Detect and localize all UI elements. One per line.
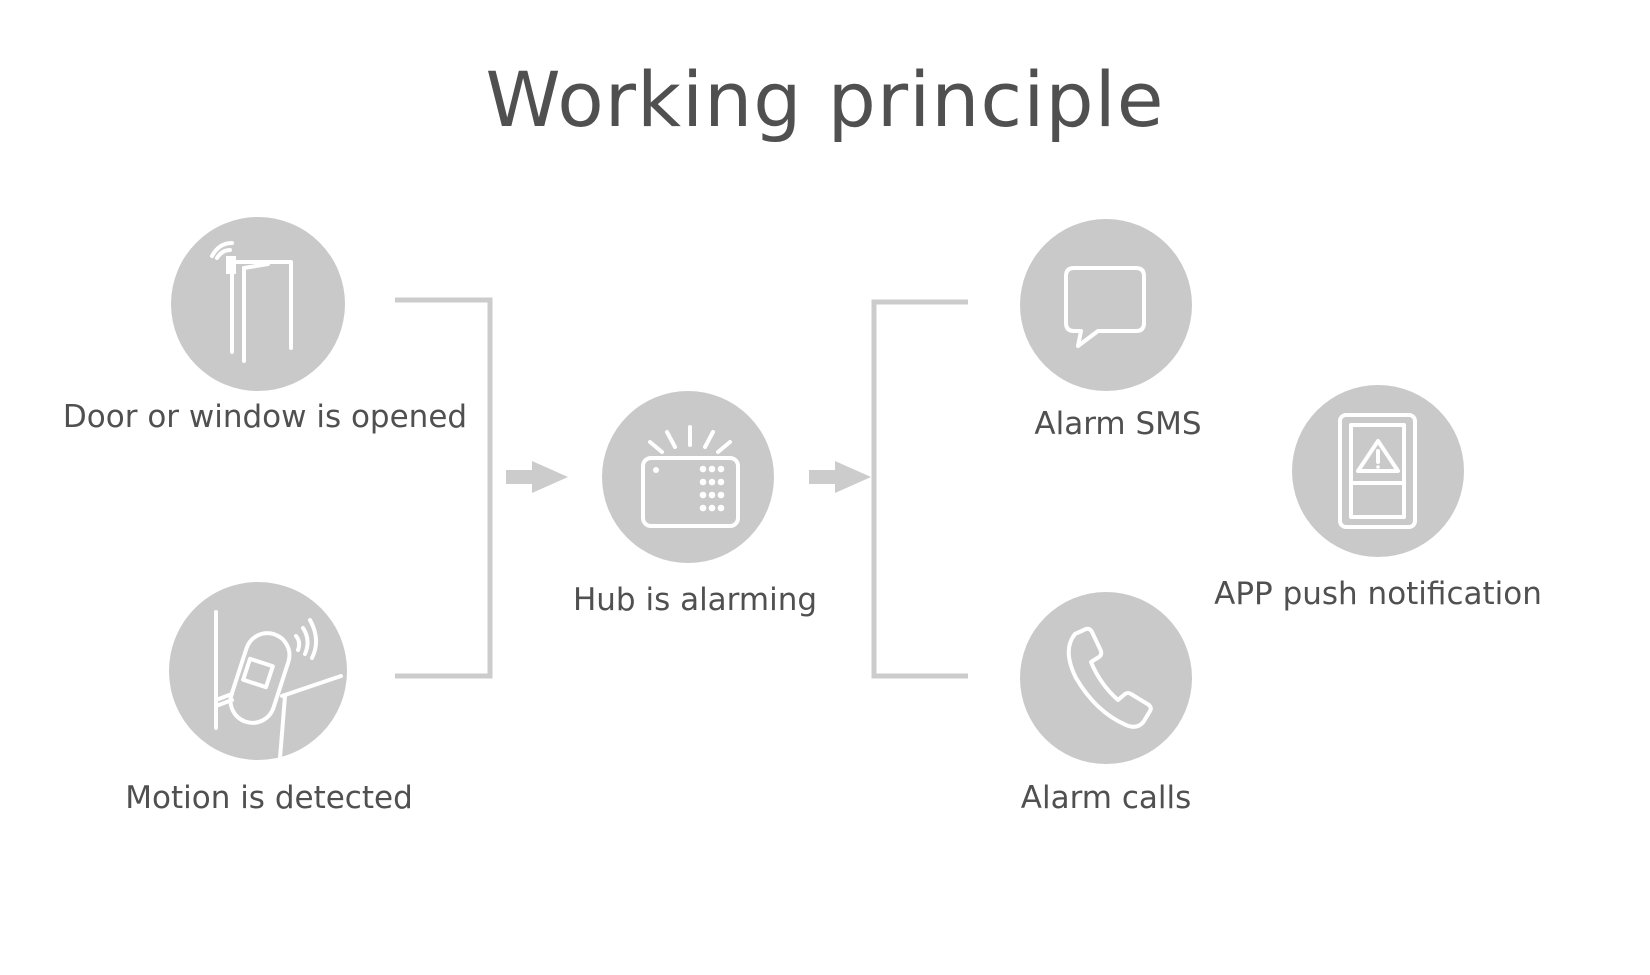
left-bracket-connector <box>395 297 493 679</box>
app-push-label: APP push notification <box>1214 576 1542 612</box>
diagram-title: Working principle <box>485 55 1165 144</box>
motion-sensor-icon <box>214 610 343 760</box>
arrow-to-hub <box>506 461 568 493</box>
sms-label: Alarm SMS <box>1034 406 1202 442</box>
app-push-icon <box>1338 413 1417 529</box>
phone-icon <box>1066 626 1153 729</box>
door-sensor-icon <box>210 241 293 363</box>
door-window-label: Door or window is opened <box>62 399 468 435</box>
sms-node <box>1020 219 1192 391</box>
alarm-hub-icon <box>641 425 740 528</box>
sms-icon <box>1064 266 1146 348</box>
calls-label: Alarm calls <box>1020 780 1192 816</box>
door-window-node <box>171 217 345 391</box>
motion-node <box>169 582 347 760</box>
app-push-node <box>1292 385 1464 557</box>
calls-node <box>1020 592 1192 764</box>
right-bracket-connector <box>871 299 968 679</box>
hub-node <box>602 391 774 563</box>
motion-label: Motion is detected <box>125 780 413 816</box>
hub-label: Hub is alarming <box>572 582 818 618</box>
arrow-to-outputs <box>809 461 871 493</box>
